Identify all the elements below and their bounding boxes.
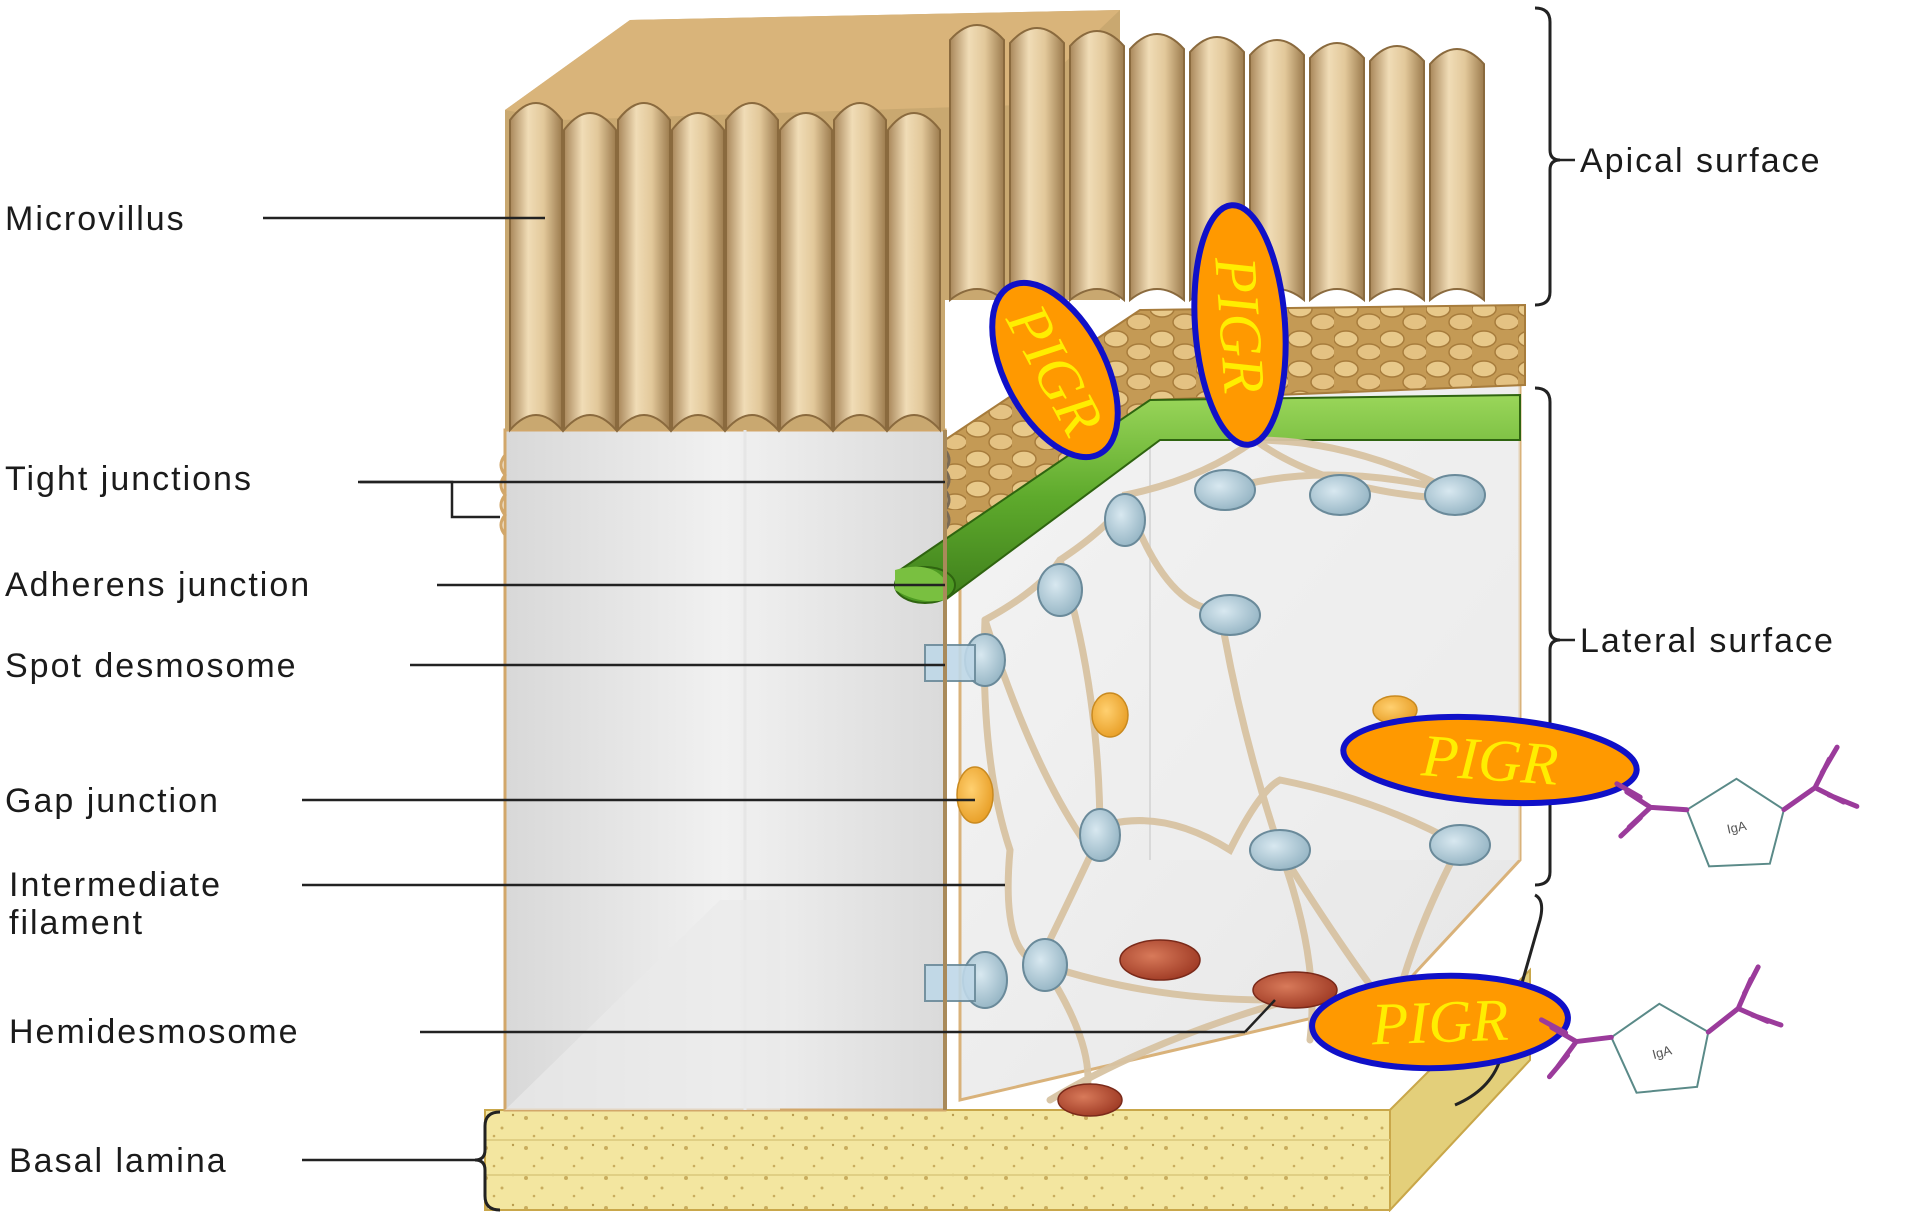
microvillus-3: [618, 103, 670, 430]
microvillus-back-4: [1130, 34, 1184, 300]
pigr-label-3: PIGR: [1419, 722, 1561, 797]
pigr-label-2: PIGR: [1202, 254, 1277, 396]
iga-molecule-2: IgA: [1535, 960, 1791, 1123]
label-tight-junctions: Tight junctions: [5, 460, 253, 498]
microvillus-7: [834, 103, 886, 430]
iga-molecule-1: IgA: [1610, 736, 1865, 893]
label-gap-junction: Gap junction: [5, 782, 220, 820]
label-microvillus: Microvillus: [5, 200, 186, 238]
label-basal-lamina: Basal lamina: [9, 1142, 228, 1180]
label-lateral-surface: Lateral surface: [1580, 622, 1835, 660]
label-spot-desmosome: Spot desmosome: [5, 647, 298, 685]
microvillus-back-9: [1430, 49, 1484, 300]
lateral-bracket: [1535, 388, 1560, 885]
microvillus-8: [888, 113, 940, 430]
microvillus-4: [672, 113, 724, 430]
microvillus-back-7: [1310, 43, 1364, 300]
tight-junction-bracket: [360, 482, 500, 517]
microvillus-back-1: [950, 25, 1004, 300]
microvilli: [510, 103, 940, 430]
microvillus-1: [510, 103, 562, 430]
label-hemidesmosome: Hemidesmosome: [9, 1013, 300, 1051]
label-adherens-junction: Adherens junction: [5, 566, 311, 604]
pigr-label-4: PIGR: [1370, 987, 1510, 1058]
right-labels: Apical surface Lateral surface: [1580, 142, 1835, 660]
microvillus-back-8: [1370, 46, 1424, 300]
label-intermediate: Intermediate: [9, 866, 222, 904]
microvillus-2: [564, 113, 616, 430]
left-labels: Microvillus Tight junctions Adherens jun…: [5, 200, 311, 1180]
label-apical-surface: Apical surface: [1580, 142, 1822, 180]
microvillus-back-2: [1010, 28, 1064, 300]
apical-bracket: [1535, 8, 1560, 305]
microvillus-6: [780, 113, 832, 430]
label-filament: filament: [9, 904, 144, 942]
microvillus-5: [726, 103, 778, 430]
microvillus-back-3: [1070, 31, 1124, 300]
